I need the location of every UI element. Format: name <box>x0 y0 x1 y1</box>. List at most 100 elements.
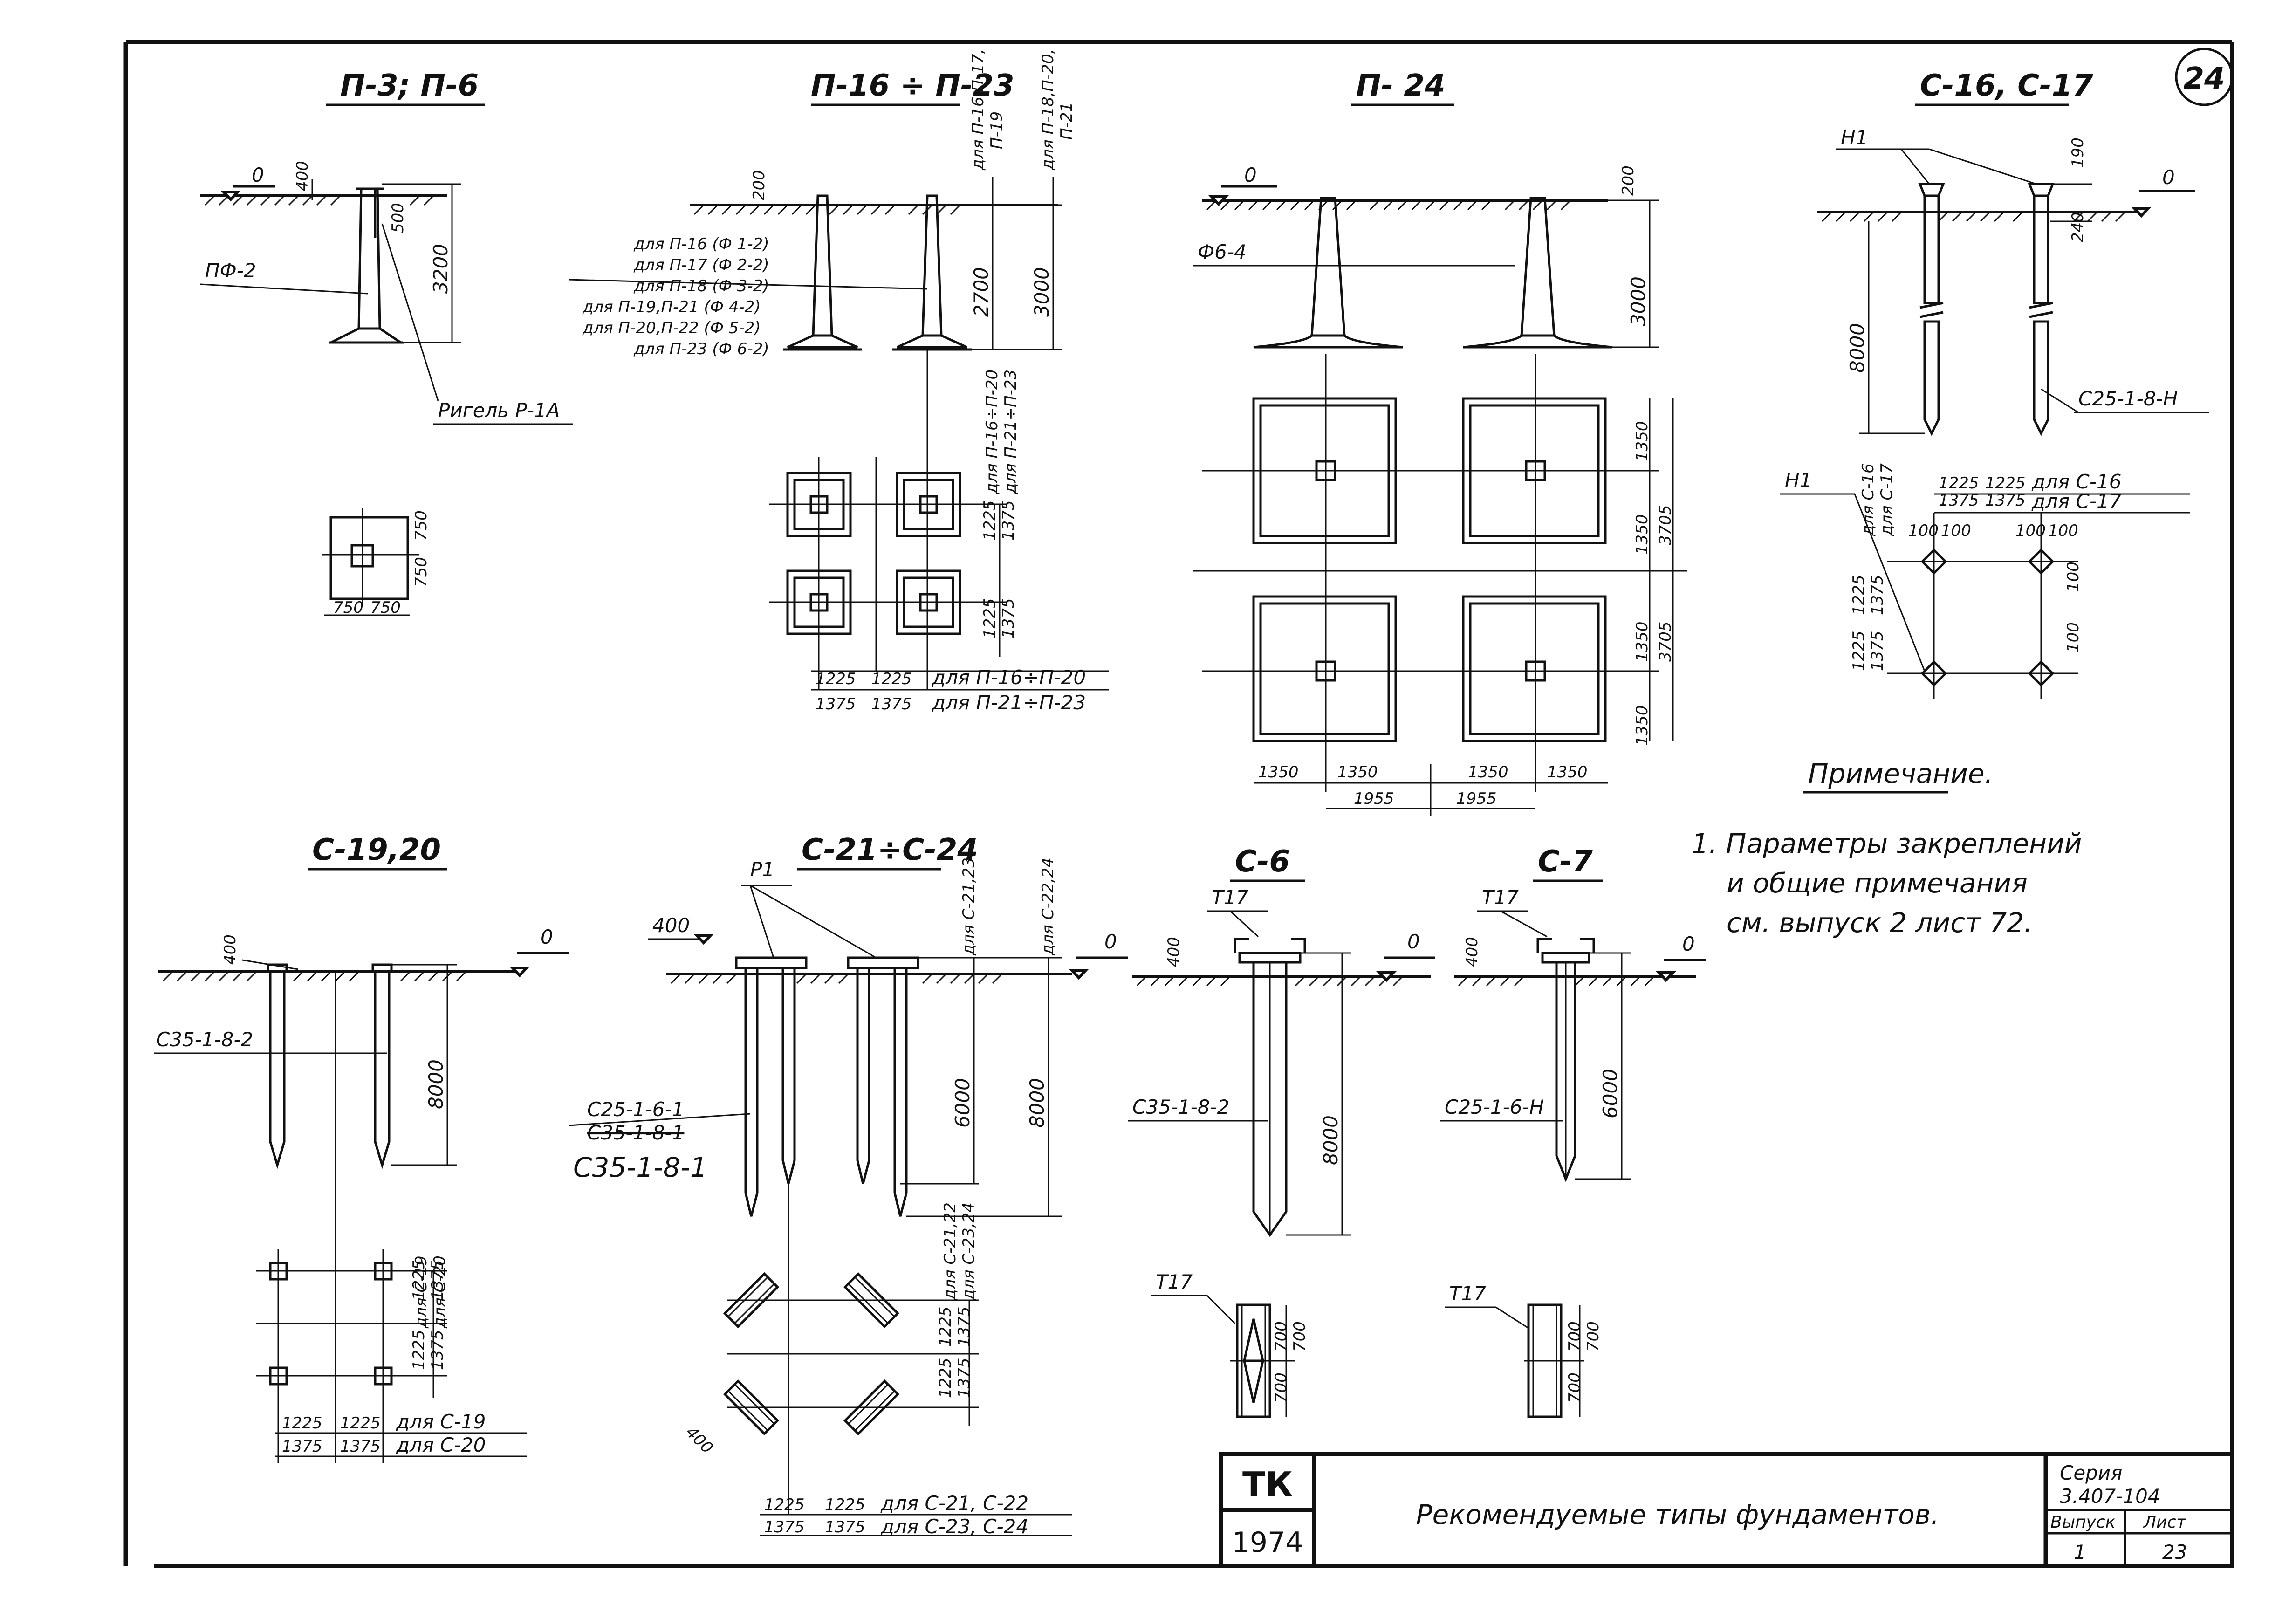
c16-dim-100b: 100 <box>1941 521 1971 540</box>
tb-sheet-value: 23 <box>2162 1541 2187 1564</box>
p24-dim-1350e: 1350 <box>1258 763 1299 782</box>
view-c6: С-6 Т17 400 0 8000 С35-1-8-2 Т17 <box>1128 844 1435 1418</box>
title-c16-c17: С-16, С-17 <box>1920 69 2093 103</box>
c16-dim-1225d: 1225 <box>1850 631 1868 671</box>
p16-dim-3000: 3000 <box>1030 267 1053 317</box>
title-block: ТК 1974 Рекомендуемые типы фундаментов. … <box>1219 1452 2234 1568</box>
level-c19: 0 <box>541 926 553 948</box>
p16-legend-6: для П-23 (Ф 6-2) <box>633 340 769 358</box>
p24-dim-1350h: 1350 <box>1547 763 1588 782</box>
c19-dim-1375d: 1375 <box>340 1437 381 1456</box>
c6-dim-700c: 700 <box>1272 1372 1290 1403</box>
level-c21: 0 <box>1104 930 1117 953</box>
c16-dim-8000: 8000 <box>1846 323 1869 373</box>
p3-dim-500: 500 <box>389 203 407 233</box>
c21-dim-400b: 400 <box>682 1423 717 1457</box>
c21-dim-1375c: 1375 <box>764 1518 805 1536</box>
label-pf2: ПФ-2 <box>205 259 256 282</box>
tb-org: ТК <box>1242 1465 1293 1504</box>
note-block: Примечание. 1. Параметры закреплений и о… <box>1692 758 2082 939</box>
p16-dim-2700: 2700 <box>970 267 993 317</box>
c6-plan-t17: Т17 <box>1156 1270 1193 1293</box>
p24-dim-1955b: 1955 <box>1456 789 1497 808</box>
c16-dim-100f: 100 <box>2064 622 2083 652</box>
c21-col-b: для С-22,24 <box>1039 857 1057 956</box>
p16-legend-3: для П-18 (Ф 3-2) <box>633 277 769 295</box>
p3-plan-750a: 750 <box>412 510 431 541</box>
note-line3: см. выпуск 2 лист 72. <box>1727 907 2033 939</box>
p3-dim-3200: 3200 <box>429 244 452 294</box>
c7-plan-t17: Т17 <box>1449 1282 1486 1305</box>
c19-dim-1225c: 1225 <box>282 1414 322 1433</box>
c19-dim-1225b: 1225 <box>410 1330 428 1370</box>
c16-dim-100d: 100 <box>2048 521 2078 540</box>
p24-label: Ф6-4 <box>1198 240 1247 263</box>
c19-side-c19: для С-19 <box>412 1255 431 1329</box>
tb-issue-label: Выпуск <box>2050 1513 2116 1532</box>
c16-dim-1225a: 1225 <box>1939 474 1979 493</box>
note-line2: и общие примечания <box>1727 867 2028 899</box>
p16-plan: для П-16÷П-20 для П-21÷П-23 1225 1375 12… <box>769 350 1109 714</box>
c21-label-p1: Р1 <box>750 858 774 881</box>
c21-bottom-a: для С-21, С-22 <box>880 1492 1028 1515</box>
tb-issue-value: 1 <box>2074 1541 2086 1564</box>
c6-label-t17: Т17 <box>1212 886 1248 909</box>
p24-dim-3000: 3000 <box>1627 276 1650 326</box>
c6-dim-8000: 8000 <box>1319 1115 1342 1165</box>
c16-dim-190: 190 <box>2069 137 2087 168</box>
c21-dim-6000: 6000 <box>951 1078 974 1128</box>
c21-side-b: для С-23,24 <box>960 1202 978 1301</box>
view-p24: П- 24 0 200 3000 Ф6-4 <box>1193 69 1687 816</box>
view-c16-c17: С-16, С-17 Н1 0 190 240 8000 С25-1-8-Н <box>1780 69 2209 699</box>
c21-bottom-b: для С-23, С-24 <box>880 1515 1028 1538</box>
c7-dim-700c: 700 <box>1565 1372 1584 1403</box>
title-p24: П- 24 <box>1356 69 1445 103</box>
view-c7: С-7 Т17 400 0 6000 С25-1-6-Н Т17 700 <box>1440 844 1706 1418</box>
view-p3-p6: П-3; П-6 0 400 500 3200 ПФ-2 Ригель Р-1А <box>200 69 573 617</box>
p24-dim-1350f: 1350 <box>1337 763 1378 782</box>
c19-bottom-c20: для С-20 <box>396 1434 486 1456</box>
c21-dim-1225a: 1225 <box>936 1306 955 1347</box>
c19-dim-1225a: 1225 <box>410 1260 428 1300</box>
c16-dim-1375d: 1375 <box>1868 631 1887 671</box>
c16-side-c16: для С-16 <box>1859 463 1878 536</box>
c16-dim-1225b: 1225 <box>1985 474 2026 493</box>
c21-side-a: для С-21,22 <box>941 1202 960 1301</box>
p16-dim-1375d: 1375 <box>871 695 912 713</box>
c21-pile-c: С35-1-8-1 <box>573 1152 707 1183</box>
p24-dim-3705b: 3705 <box>1656 621 1675 662</box>
p16-legend-2: для П-17 (Ф 2-2) <box>633 256 769 274</box>
c21-dim-1375d: 1375 <box>825 1518 865 1536</box>
view-p16-p23: П-16 ÷ П-23 для П-16,П-17, П-19 для П-18… <box>568 49 1109 714</box>
p16-legend-5: для П-20,П-22 (Ф 5-2) <box>582 319 761 337</box>
c19-dim-1225d: 1225 <box>340 1414 381 1433</box>
p24-dim-1955a: 1955 <box>1354 789 1394 808</box>
view-c19-20: С-19,20 0 400 С35-1-8-2 8000 для С-19 дл… <box>154 833 569 1463</box>
p3-dim-400: 400 <box>293 161 312 191</box>
p16-col-b2: П-21 <box>1057 102 1076 140</box>
level-c6: 0 <box>1407 930 1420 953</box>
c21-dim-8000: 8000 <box>1026 1078 1049 1128</box>
p24-plan: 1350 1350 3705 1350 3705 1350 1350 1350 … <box>1193 354 1687 816</box>
level-c7: 0 <box>1682 933 1695 955</box>
c21-dim-1375b: 1375 <box>955 1358 973 1398</box>
c19-dim-1375b: 1375 <box>428 1330 447 1370</box>
c16-plan: Н1 для С-16 для С-17 1225 1225 1375 1375… <box>1780 463 2190 699</box>
view-c21-c24: С-21÷С-24 для С-21,23 для С-22,24 Р1 400… <box>568 833 1128 1538</box>
p16-bottom-a: для П-16÷П-20 <box>932 666 1086 689</box>
c16-plan-h1: Н1 <box>1785 469 1812 492</box>
c7-dim-700b: 700 <box>1584 1321 1603 1351</box>
p3-plan-750c: 750 <box>333 598 363 617</box>
tb-title: Рекомендуемые типы фундаментов. <box>1416 1499 1940 1530</box>
c16-dim-100c: 100 <box>2015 521 2046 540</box>
p24-dim-3705a: 3705 <box>1656 505 1675 545</box>
p16-side-a: для П-16÷П-20 <box>983 370 1001 494</box>
note-title: Примечание. <box>1808 758 1993 789</box>
level-p3: 0 <box>252 164 264 186</box>
c16-dim-1225c: 1225 <box>1850 575 1868 615</box>
title-c7: С-7 <box>1538 844 1593 879</box>
level-c16: 0 <box>2162 166 2175 189</box>
p24-dim-1350d: 1350 <box>1633 705 1652 746</box>
